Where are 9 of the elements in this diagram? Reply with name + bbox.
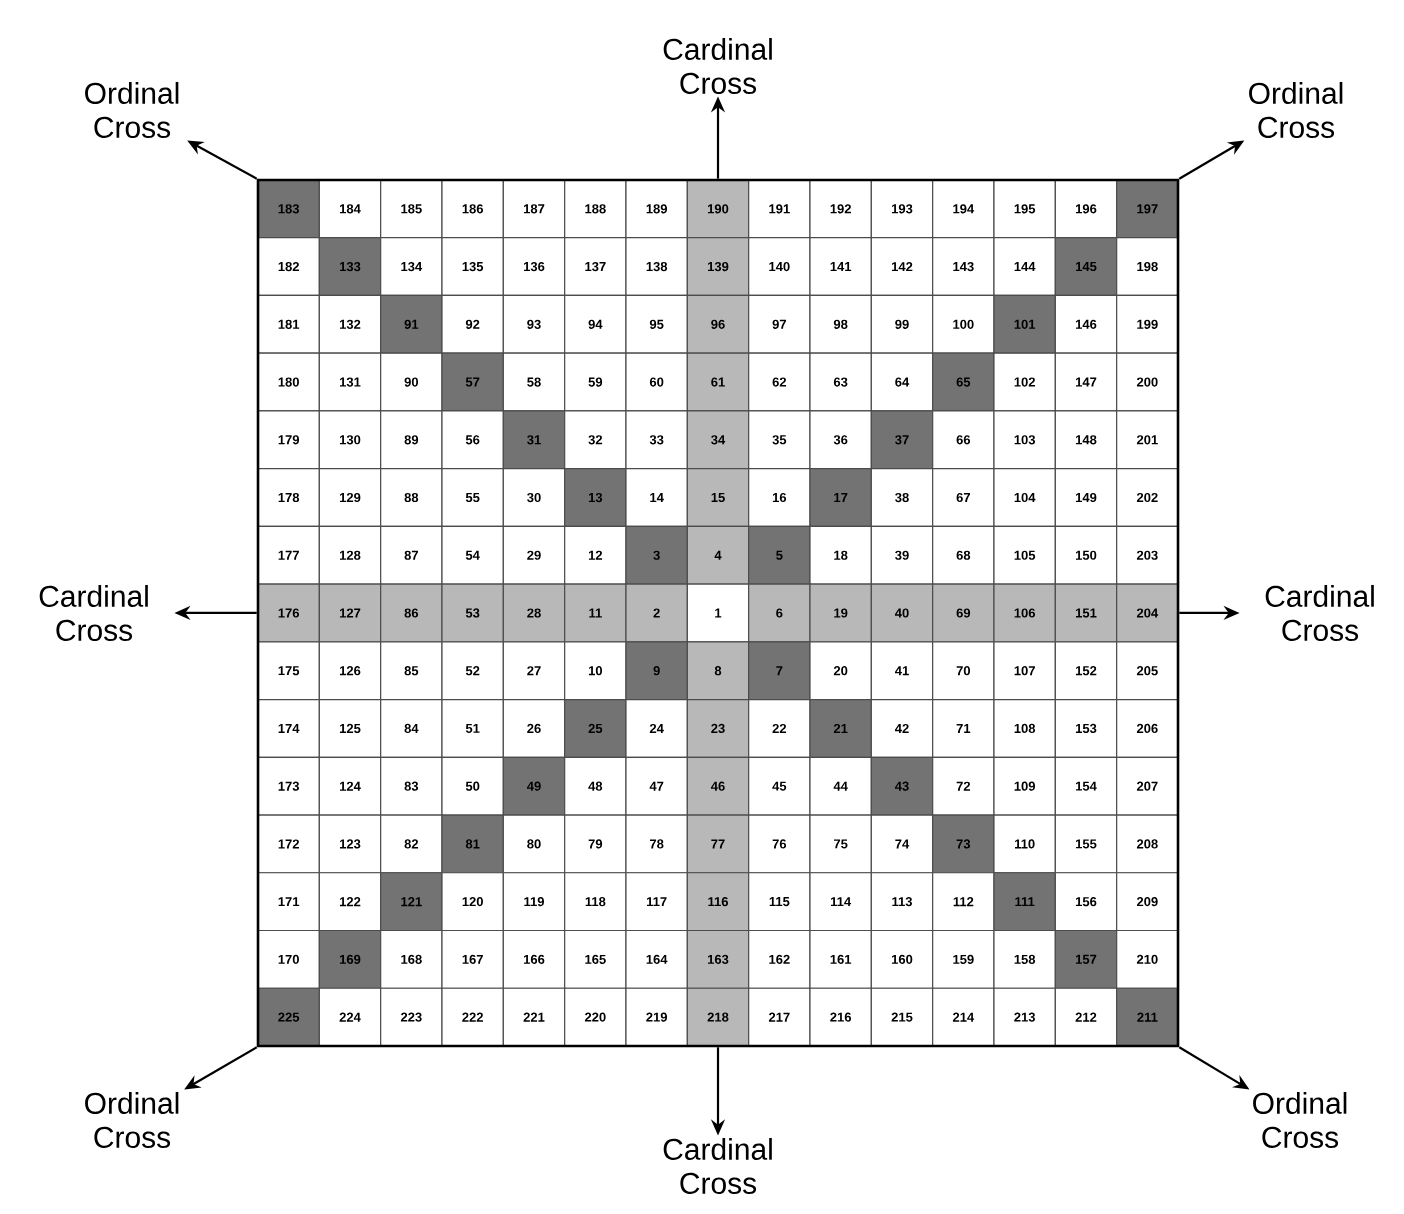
cross-label: Cardinal Cross	[663, 37, 772, 94]
cross-label: Ordinal Cross	[85, 81, 179, 138]
cross-label: Ordinal Cross	[1249, 81, 1343, 138]
cross-label: Ordinal Cross	[1253, 1091, 1347, 1148]
cross-label: Cardinal Cross	[1265, 584, 1374, 641]
cross-label: Cardinal Cross	[39, 584, 148, 641]
cross-label: Cardinal Cross	[663, 1137, 772, 1194]
number-grid	[256, 178, 1180, 1048]
cross-label: Ordinal Cross	[85, 1091, 179, 1148]
